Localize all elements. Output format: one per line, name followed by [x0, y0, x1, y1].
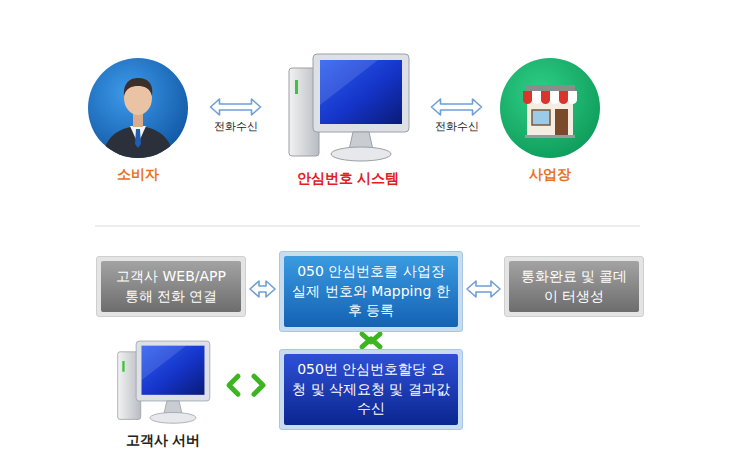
process-box: 고객사 WEB/APP 통해 전화 연결 [96, 256, 246, 317]
connector [432, 99, 482, 115]
server-node: 고객사 서버 [113, 338, 213, 449]
box-label: 고객사 WEB/APP 통해 전화 연결 [101, 263, 241, 310]
pc-icon [283, 50, 413, 162]
edge-label: 전화수신 [433, 120, 481, 133]
node-label: 안심번호 시스템 [297, 170, 400, 187]
node-label: 고객사 서버 [126, 432, 201, 449]
connector [211, 99, 261, 115]
pc-icon [113, 338, 213, 424]
separator-line [95, 226, 640, 227]
connector [229, 376, 263, 394]
person-icon [88, 58, 188, 158]
consumer-node: 소비자 [88, 58, 188, 183]
process-box: 050 안심번호를 사업장 실제 번호와 Mapping 한후 등록 [279, 251, 463, 332]
box-label: 050번 안심번호할당 요청 및 삭제요청 및 결과값수신 [284, 356, 458, 423]
box-fill: 고객사 WEB/APP 통해 전화 연결 [101, 261, 241, 312]
box-label: 통화완료 및 콜데이 터생성 [509, 263, 639, 310]
connector [467, 281, 500, 297]
system-node: 안심번호 시스템 [283, 50, 413, 187]
connector [362, 334, 380, 347]
shop-icon [500, 58, 600, 158]
box-fill: 050 안심번호를 사업장 실제 번호와 Mapping 한후 등록 [284, 256, 458, 327]
node-label: 사업장 [529, 166, 571, 183]
edge-label: 전화수신 [212, 120, 260, 133]
connector [250, 281, 275, 297]
box-label: 050 안심번호를 사업장 실제 번호와 Mapping 한후 등록 [284, 258, 458, 325]
process-box: 050번 안심번호할당 요청 및 삭제요청 및 결과값수신 [279, 349, 463, 430]
business-node: 사업장 [500, 58, 600, 183]
process-box: 통화완료 및 콜데이 터생성 [504, 256, 644, 317]
box-fill: 통화완료 및 콜데이 터생성 [509, 261, 639, 312]
node-label: 소비자 [117, 166, 159, 183]
box-fill: 050번 안심번호할당 요청 및 삭제요청 및 결과값수신 [284, 354, 458, 425]
